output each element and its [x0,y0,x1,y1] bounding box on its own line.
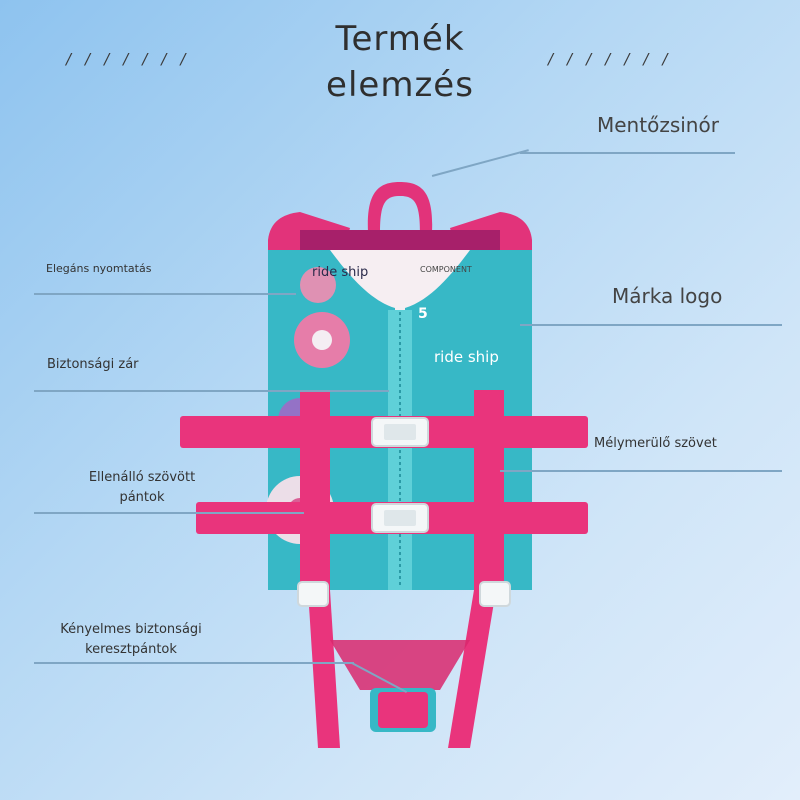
label-cross-straps: Kényelmes biztonsági keresztpántok [36,620,226,660]
buckle-cross-left [297,581,329,607]
label-woven-straps-line-2: pántok [119,490,165,505]
component-label: COMPONENT [420,265,472,274]
label-woven-straps: Ellenálló szövött pántok [52,468,232,508]
callout-line-lifeline [520,152,735,154]
label-safety-lock: Biztonsági zár [47,357,139,372]
cross-strap-left [308,590,340,748]
decorative-slashes-right: /////// [548,50,682,68]
strap-vertical-right [474,390,504,590]
page-title: Termék elemzés [300,16,500,108]
callout-line-safety-lock [34,390,389,392]
buckle-cross-right [479,581,511,607]
brand-logo-right: ride ship [434,348,499,366]
label-deep-diving-fabric: Mélymerülő szövet [594,436,717,451]
callout-line-fabric [500,470,782,472]
callout-line-elegant-print [34,293,296,295]
vest-handle [367,182,433,232]
buckle-upper [371,417,429,447]
label-elegant-print: Elegáns nyomtatás [46,262,152,275]
label-brand-logo: Márka logo [612,284,723,308]
cross-strap-center [330,640,470,690]
label-cross-straps-line-1: Kényelmes biztonsági [60,622,202,637]
callout-line-brand-logo [520,324,782,326]
decorative-slashes-left: /////// [66,50,200,68]
label-lifeline: Mentőzsinór [597,113,719,137]
callout-line-cross-straps [34,662,354,664]
size-label: 5 [418,306,428,322]
brand-logo-left: ride ship [312,265,368,280]
callout-line-woven-straps [34,512,304,514]
buckle-lower [371,503,429,533]
strap-vertical-left [300,390,330,590]
title-line-2: elemzés [326,65,474,105]
cross-strap-right [448,590,496,748]
label-woven-straps-line-1: Ellenálló szövött [88,470,196,485]
title-line-1: Termék [335,19,465,59]
label-cross-straps-line-2: keresztpántok [85,642,177,657]
